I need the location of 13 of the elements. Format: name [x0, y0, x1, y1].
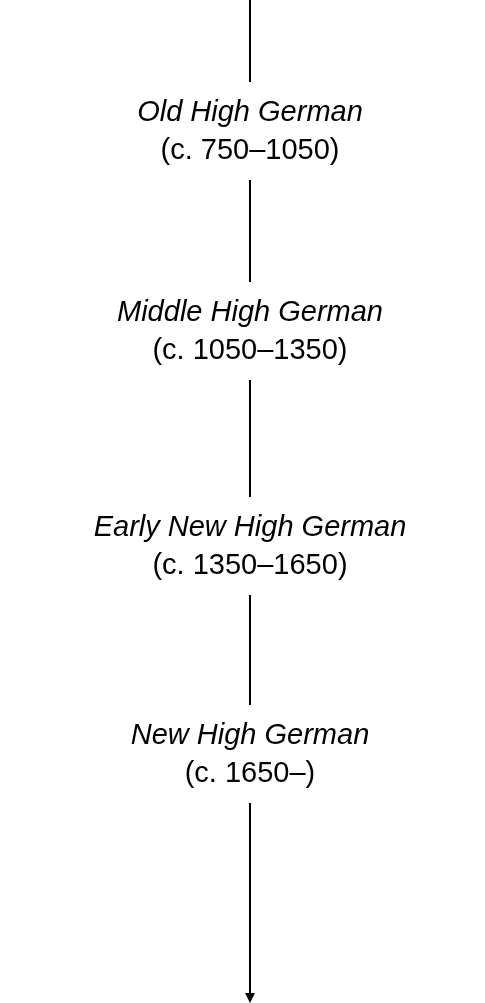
language-stage-name: Old High German [137, 94, 363, 129]
connector-line [249, 0, 251, 83]
arrow [245, 802, 255, 1003]
language-stage-name: Middle High German [117, 294, 383, 329]
connector-line [249, 179, 251, 283]
date-range: (c. 1050–1350) [152, 332, 348, 367]
date-range: (c. 1350–1650) [152, 547, 348, 582]
language-stage-name: Early New High German [93, 509, 407, 544]
language-stage-name: New High German [130, 717, 370, 752]
connector-line [249, 379, 251, 498]
date-range: (c. 1650–) [184, 755, 316, 790]
date-range: (c. 750–1050) [160, 132, 340, 167]
connector-line [249, 594, 251, 706]
